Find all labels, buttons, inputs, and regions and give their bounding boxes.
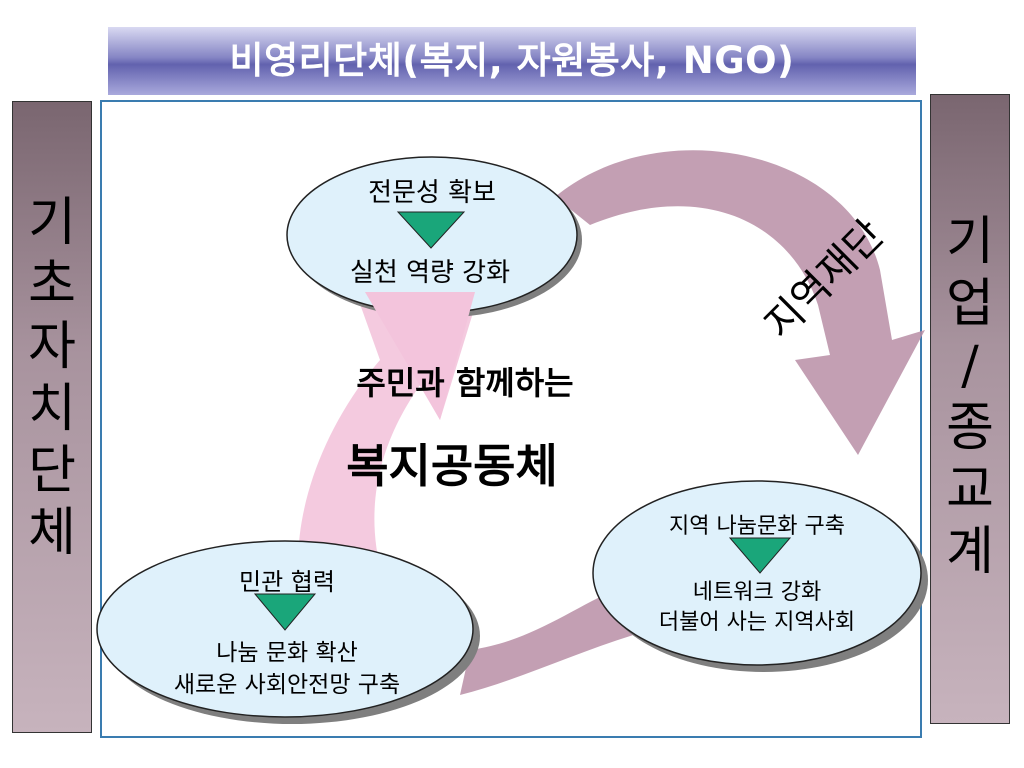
right-sidebar-char: 기 [946, 212, 994, 272]
right-ellipse-line2: 네트워크 강화 [692, 580, 822, 605]
top-ellipse-line2: 실천 역량 강화 [349, 258, 511, 288]
right-sidebar-char: 교 [946, 460, 994, 520]
left-sidebar-char: 체 [28, 503, 76, 563]
left-sidebar-char: 치 [28, 379, 76, 439]
left-sidebar: 기 초 자 치 단 체 [12, 101, 92, 733]
top-ellipse-line1: 전문성 확보 [368, 178, 496, 208]
arrow-top-right [555, 150, 925, 455]
left-sidebar-text: 기 초 자 치 단 체 [13, 192, 91, 564]
right-sidebar: 기 업 / 종 교 계 [930, 94, 1010, 724]
left-sidebar-char: 기 [28, 193, 76, 253]
left-triangle [253, 593, 317, 631]
right-sidebar-char: 계 [946, 522, 994, 582]
diagram-frame [100, 100, 922, 738]
right-sidebar-text: 기 업 / 종 교 계 [931, 211, 1009, 583]
right-ellipse-line1: 지역 나눔문화 구축 [669, 514, 845, 539]
left-ellipse-line2: 나눔 문화 확산 [216, 640, 358, 666]
left-ellipse-line1: 민관 협력 [239, 568, 335, 596]
top-triangle [396, 211, 466, 249]
left-sidebar-char: 자 [28, 317, 76, 377]
center-line1: 주민과 함께하는 [356, 364, 574, 402]
right-sidebar-char: 종 [946, 398, 994, 458]
arrow-left-up-head [365, 292, 475, 420]
right-ellipse-line3: 더불어 사는 지역사회 [658, 610, 856, 635]
right-sidebar-char: 업 [946, 274, 994, 334]
title-banner: 비영리단체(복지, 자원봉사, NGO) [108, 27, 916, 95]
right-ellipse [592, 480, 922, 666]
left-sidebar-char: 초 [28, 255, 76, 315]
right-sidebar-char: / [961, 336, 979, 396]
arrow-bottom [460, 580, 650, 695]
right-triangle [728, 537, 792, 574]
center-line2: 복지공동체 [346, 439, 558, 493]
left-sidebar-char: 단 [28, 441, 76, 501]
left-ellipse-line3: 새로운 사회안전망 구축 [173, 672, 401, 698]
